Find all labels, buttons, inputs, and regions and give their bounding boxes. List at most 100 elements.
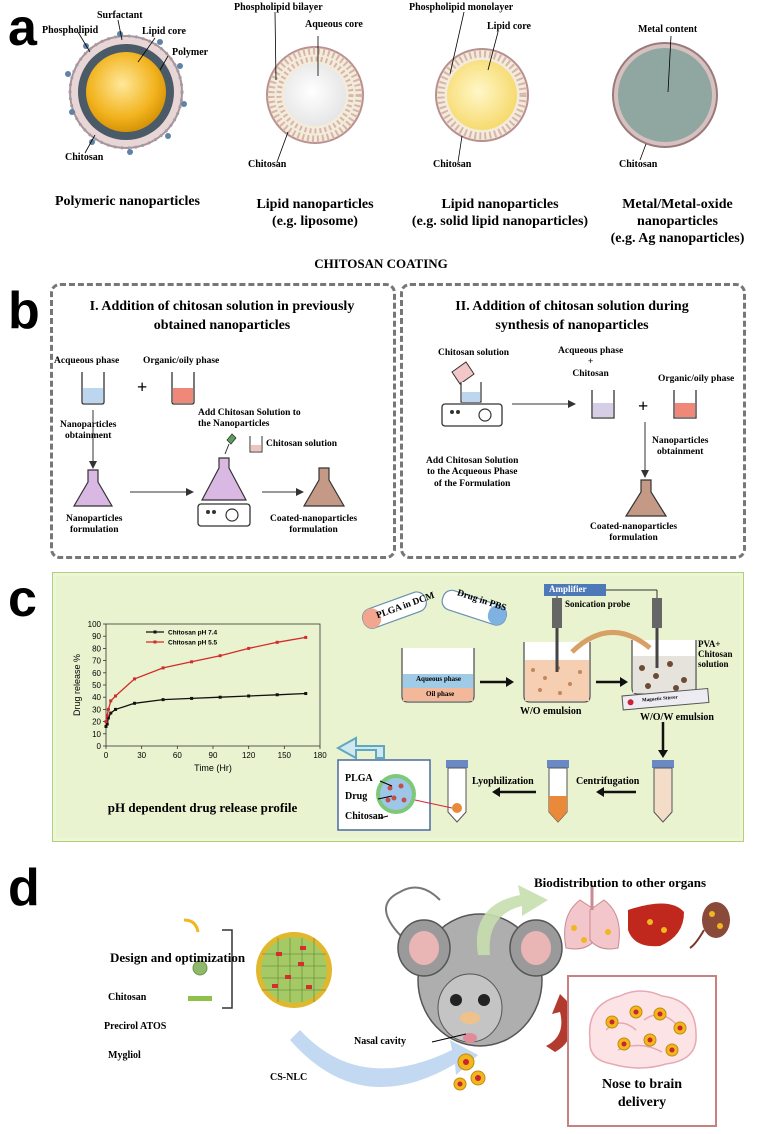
x-tick-label: 90: [209, 751, 218, 760]
x-tick-label: 30: [137, 751, 146, 760]
label-chitosan-1: Chitosan: [65, 152, 104, 163]
label-coated-formulation-2-line2: formulation: [609, 533, 658, 544]
chart-caption: pH dependent drug release profile: [107, 800, 298, 815]
caption-sln-line2: (e.g. solid lipid nanoparticles): [411, 213, 589, 229]
label-centrifugation: Centrifugation: [576, 776, 640, 787]
label-np-chitosan: Chitosan: [345, 811, 384, 822]
label-np-obtainment-2-line2: obtainment: [657, 447, 704, 458]
label-nose-to-brain-line2: delivery: [617, 1094, 667, 1110]
precirol-icon: [192, 960, 208, 976]
method-two-title-line2: synthesis of nanoparticles: [495, 317, 649, 333]
bracket: [222, 929, 233, 1009]
caption-metal-line1: Metal/Metal-oxide: [622, 197, 733, 212]
panel-label-a: a: [8, 0, 37, 57]
nose-particles: [453, 1053, 486, 1091]
label-metal-content: Metal content: [638, 24, 698, 35]
polymeric-nanoparticle: [65, 31, 187, 155]
label-coated-formulation-2-line1: Coated-nanoparticles: [590, 522, 678, 532]
series-1-point: [275, 693, 279, 697]
series-2-point: [105, 714, 109, 717]
label-aqueous-chitosan-line2: +: [587, 357, 594, 368]
series-1-point: [106, 716, 110, 720]
y-tick-label: 100: [88, 620, 102, 629]
csnlc-particle: [256, 932, 332, 1008]
aqueous-oil-beaker: [401, 648, 475, 703]
label-np-obtainment-line2: obtainment: [65, 431, 112, 442]
series-1-point: [109, 711, 113, 715]
label-add-chitosan-aqueous: Add Chitosan Solution to the Acqueous Ph…: [426, 456, 518, 490]
label-ingredient-chitosan: Chitosan: [108, 992, 147, 1003]
panel-label-b: b: [8, 282, 40, 340]
legend-label-1: Chitosan pH 7.4: [168, 630, 218, 637]
y-tick-label: 50: [92, 681, 101, 690]
method-two-title: II. Addition of chitosan solution during…: [402, 298, 742, 336]
method-two-box: [400, 283, 746, 559]
series-1-point: [190, 696, 194, 700]
series-2-point: [133, 677, 137, 681]
metal-nanoparticle: [612, 42, 718, 148]
label-aqueous-chitosan-line3: Chitosan: [572, 368, 609, 379]
series-2-point: [109, 699, 113, 703]
panel-label-d: d: [8, 859, 40, 917]
series-1-point: [304, 692, 308, 696]
label-np-drug: Drug: [345, 791, 368, 802]
drug-pbs-tube: [441, 589, 508, 626]
x-tick-label: 60: [173, 751, 182, 760]
label-np-formulation-line1: Nanoparticles: [66, 514, 123, 524]
label-chitosan-solution-2: Chitosan solution: [438, 348, 510, 358]
series-1-point: [161, 698, 165, 702]
y-tick-label: 80: [92, 644, 101, 653]
plus-sign-b2: +: [638, 396, 648, 416]
series-1-point: [104, 724, 108, 728]
series-2-point: [275, 640, 279, 644]
label-phospholipid-bilayer: Phospholipid bilayer: [234, 2, 323, 13]
method-one-title-line1: I. Addition of chitosan solution in prev…: [89, 299, 355, 314]
liver-icon: [628, 903, 684, 947]
label-chitosan-2: Chitosan: [248, 159, 287, 170]
label-csnlc: CS-NLC: [270, 1072, 308, 1083]
solid-lipid-nanoparticle: [435, 48, 529, 142]
label-chitosan-solution-1: Chitosan solution: [266, 439, 338, 449]
series-1-point: [133, 701, 137, 705]
series-1-point: [114, 707, 118, 711]
label-np-formulation-line2: formulation: [69, 525, 119, 536]
label-sonication: Sonication probe: [565, 599, 631, 609]
coated-flask: [302, 467, 346, 507]
label-amplifier: Amplifier: [549, 584, 587, 594]
label-ingredient-precirol: Precirol ATOS: [104, 1021, 167, 1032]
y-tick-label: 90: [92, 632, 101, 641]
label-coated-formulation-1-line2: formulation: [289, 525, 338, 536]
series-2-point: [190, 660, 194, 664]
label-pva-line2: Chitosan: [698, 648, 733, 659]
legend-marker-2: [153, 640, 157, 644]
label-add-chitosan-aqueous-line2: to the Acqueous Phase: [426, 467, 518, 478]
label-coated-formulation-2: Coated-nanoparticles formulation: [590, 522, 677, 545]
y-tick-label: 30: [92, 705, 101, 714]
panel-c-drawings: [335, 584, 710, 831]
panel-b-drawings: + +: [72, 361, 697, 527]
plus-sign-b1: +: [137, 377, 147, 397]
caption-liposome: Lipid nanoparticles (e.g. liposome): [240, 197, 390, 231]
label-np-obtainment-2: Nanoparticles obtainment: [652, 436, 708, 459]
label-np-obtainment-2-line1: Nanoparticles: [652, 436, 709, 446]
nanoparticle-flask: [72, 469, 114, 507]
label-pva-line1: PVA+: [698, 639, 721, 649]
label-add-chitosan-line1: Add Chitosan Solution to: [198, 408, 301, 418]
method-one-title-line2: obtained nanoparticles: [153, 317, 291, 333]
wo-beaker: [523, 598, 591, 703]
y-tick-label: 10: [92, 730, 101, 739]
label-lipid-core-1: Lipid core: [142, 26, 186, 37]
chitosan-icon: [183, 918, 200, 933]
x-tick-label: 150: [278, 751, 292, 760]
caption-metal-line3: (e.g. Ag nanoparticles): [610, 230, 745, 246]
panel-label-c: c: [8, 570, 37, 628]
label-chitosan-3: Chitosan: [433, 159, 472, 170]
method-two-title-line1: II. Addition of chitosan solution during: [455, 299, 689, 314]
chitosan-pour-beaker: [441, 361, 503, 427]
label-oil-phase: Oil phase: [426, 690, 455, 698]
lyophilized-tube: [446, 760, 468, 823]
y-axis-label: Drug release %: [72, 654, 82, 716]
label-nose-to-brain: Nose to brain delivery: [576, 1076, 708, 1111]
liposome-nanoparticle: [266, 46, 364, 144]
